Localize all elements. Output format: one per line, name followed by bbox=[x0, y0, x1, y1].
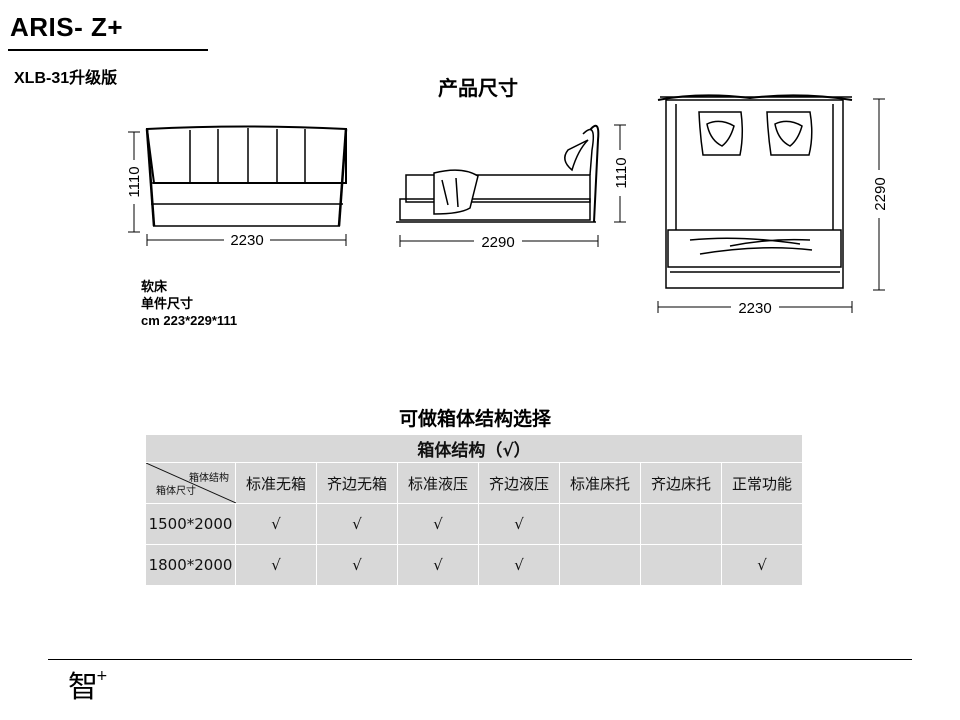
top-width-label: 2230 bbox=[738, 300, 771, 317]
spec-label: 单件尺寸 bbox=[141, 296, 194, 311]
column-header: 齐边无箱 bbox=[316, 462, 398, 504]
footer-logo: 智+ bbox=[68, 668, 108, 705]
check-cell bbox=[640, 544, 722, 586]
side-view-drawing bbox=[396, 124, 626, 247]
footer-divider bbox=[48, 659, 912, 660]
top-view-drawing bbox=[657, 94, 885, 313]
check-cell bbox=[721, 503, 803, 545]
column-header: 齐边液压 bbox=[478, 462, 560, 504]
row-size: 1800*2000 bbox=[145, 544, 236, 586]
column-header: 标准无箱 bbox=[235, 462, 317, 504]
table-row: 1800*2000 √ √ √ √ √ bbox=[145, 544, 803, 586]
brand-title: ARIS- Z+ bbox=[10, 12, 124, 42]
corner-top-label: 箱体结构 bbox=[189, 473, 229, 484]
front-height-label: 1110 bbox=[126, 166, 143, 197]
column-header: 标准液压 bbox=[397, 462, 479, 504]
table-row: 1500*2000 √ √ √ √ bbox=[145, 503, 803, 545]
check-cell: √ bbox=[316, 503, 398, 545]
check-cell: √ bbox=[235, 544, 317, 586]
front-width-label: 2230 bbox=[230, 232, 263, 249]
table-corner-cell: 箱体结构 箱体尺寸 bbox=[145, 462, 236, 504]
options-title: 可做箱体结构选择 bbox=[398, 409, 551, 430]
check-cell bbox=[640, 503, 722, 545]
check-cell: √ bbox=[478, 544, 560, 586]
check-cell: √ bbox=[397, 544, 479, 586]
check-cell: √ bbox=[478, 503, 560, 545]
column-header: 正常功能 bbox=[721, 462, 803, 504]
check-cell bbox=[559, 503, 641, 545]
row-size: 1500*2000 bbox=[145, 503, 236, 545]
check-cell bbox=[559, 544, 641, 586]
spec-type: 软床 bbox=[141, 279, 168, 294]
check-cell: √ bbox=[316, 544, 398, 586]
top-length-label: 2290 bbox=[872, 177, 889, 210]
spec-size: cm 223*229*111 bbox=[141, 313, 238, 328]
dimensions-title: 产品尺寸 bbox=[438, 78, 518, 100]
corner-bottom-label: 箱体尺寸 bbox=[156, 486, 196, 497]
check-cell: √ bbox=[235, 503, 317, 545]
corner-diagonal bbox=[146, 463, 236, 503]
product-drawings: 2230 1110 2290 1110 2290 2230 bbox=[125, 94, 889, 317]
model-label: XLB-31升级版 bbox=[14, 70, 118, 87]
table-header: 箱体结构（√） bbox=[145, 434, 803, 463]
spec-block: 软床 单件尺寸 cm 223*229*111 bbox=[141, 278, 237, 329]
brand-underline bbox=[8, 49, 208, 51]
front-view-drawing bbox=[128, 125, 348, 246]
options-table: 箱体结构（√） 箱体结构 箱体尺寸 标准无箱 齐边无箱 标准液压 齐边液压 标准… bbox=[145, 434, 803, 586]
side-height-label: 1110 bbox=[613, 157, 630, 188]
column-header: 齐边床托 bbox=[640, 462, 722, 504]
check-cell: √ bbox=[397, 503, 479, 545]
side-length-label: 2290 bbox=[481, 234, 514, 251]
check-cell: √ bbox=[721, 544, 803, 586]
column-header: 标准床托 bbox=[559, 462, 641, 504]
